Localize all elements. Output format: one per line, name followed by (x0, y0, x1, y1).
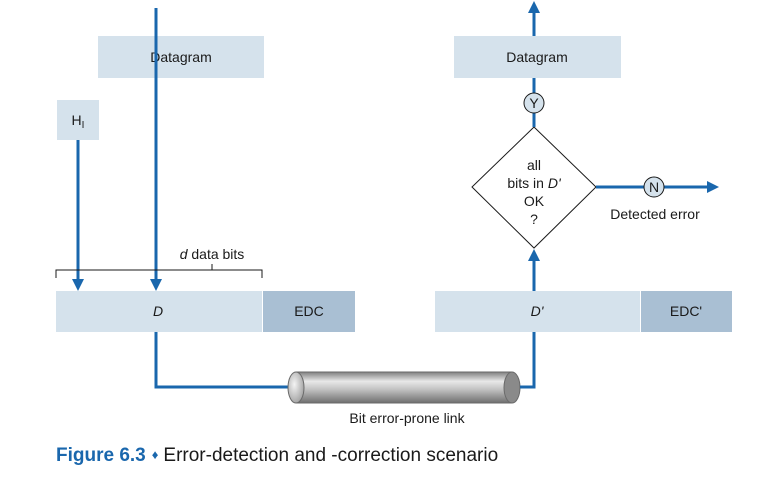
header-arrowhead (72, 279, 84, 291)
sender-edc-box (263, 291, 355, 332)
yes-label: Y (529, 95, 539, 111)
receiver-datagram-box (454, 36, 621, 78)
receiver-edc-box (641, 291, 732, 332)
sender-datagram-box (98, 36, 264, 78)
header-label: HI (72, 112, 85, 131)
sender-datagram-label: Datagram (150, 49, 211, 65)
header-box (57, 100, 99, 140)
data-bits-bracket (55, 269, 263, 278)
sender-data-box (56, 291, 262, 332)
data-bits-italic: d (180, 246, 189, 262)
receiver-data-box (435, 291, 640, 332)
header-label-main: H (72, 112, 82, 128)
link-to-receiver-line (520, 332, 536, 389)
data-bits-text: data bits (187, 246, 244, 262)
caption-separator-icon: ♦ (151, 447, 159, 462)
receiver-edc-label: EDC' (670, 303, 702, 319)
link-label: Bit error-prone link (349, 410, 465, 426)
decision-line-4: ? (530, 211, 538, 227)
decision-line-2: bits in D' (507, 175, 562, 191)
figure-title: Error-detection and -correction scenario (163, 445, 499, 466)
header-label-subscript: I (82, 120, 85, 131)
decision-diamond (471, 126, 597, 249)
decision-line-2-var: D' (548, 175, 562, 191)
link-pipe (287, 371, 521, 404)
figure-caption: Figure 6.3 ♦ Error-detection and -correcti… (56, 445, 498, 467)
sender-edc-label: EDC (294, 303, 324, 319)
sender-main-arrowhead (150, 279, 162, 291)
decision-line-2-prefix: bits in (507, 175, 547, 191)
detected-error-label: Detected error (610, 206, 700, 222)
yes-node (523, 92, 545, 114)
figure-number: Figure 6.3 (56, 445, 146, 466)
receiver-datagram-label: Datagram (506, 49, 567, 65)
sender-to-link-line (154, 332, 296, 389)
receiver-data-label: D' (531, 303, 545, 319)
yes-arrowhead (528, 1, 540, 13)
decision-line-1: all (527, 157, 541, 173)
no-arrowhead (707, 181, 719, 193)
sender-data-label: D (153, 303, 163, 319)
data-bits-label: d data bits (180, 246, 245, 262)
no-label: N (649, 179, 659, 195)
decision-line-3: OK (524, 193, 545, 209)
receiver-up-arrowhead (528, 249, 540, 261)
no-node (643, 176, 665, 198)
